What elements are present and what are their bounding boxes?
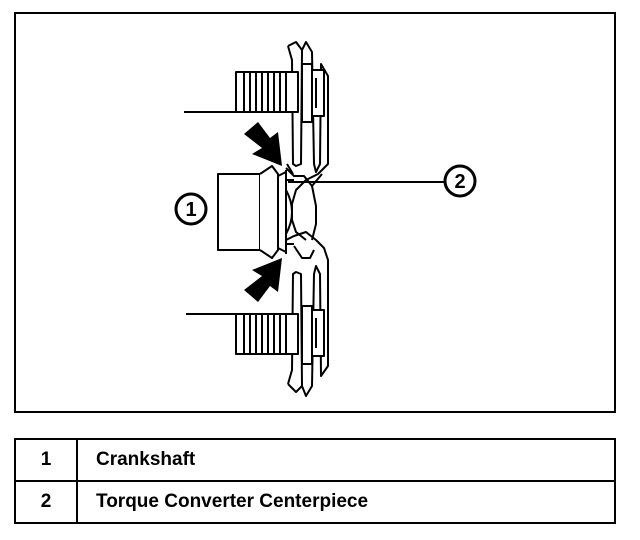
callout-1-label: 1	[185, 199, 196, 221]
callout-1: 1	[174, 192, 208, 226]
upper-bolt	[235, 63, 325, 123]
legend-description: Crankshaft	[76, 438, 616, 482]
lower-bolt	[235, 305, 325, 365]
legend-description: Torque Converter Centerpiece	[76, 480, 616, 524]
legend-number: 1	[14, 438, 78, 482]
legend-table: 1 Crankshaft 2 Torque Converter Centerpi…	[14, 438, 616, 524]
legend-row: 1 Crankshaft	[14, 438, 616, 482]
crankshaft-diagram: 1 2	[174, 41, 477, 397]
engine-block-lines	[184, 111, 236, 315]
callout-2-label: 2	[454, 171, 465, 193]
force-arrow-icon	[244, 258, 282, 302]
callout-2: 2	[443, 164, 477, 198]
diagram-frame: 1 2	[14, 12, 616, 413]
legend-number: 2	[14, 480, 78, 524]
legend-row: 2 Torque Converter Centerpiece	[14, 480, 616, 524]
force-arrow-icon	[244, 122, 282, 166]
crankshaft-hub	[217, 165, 294, 259]
